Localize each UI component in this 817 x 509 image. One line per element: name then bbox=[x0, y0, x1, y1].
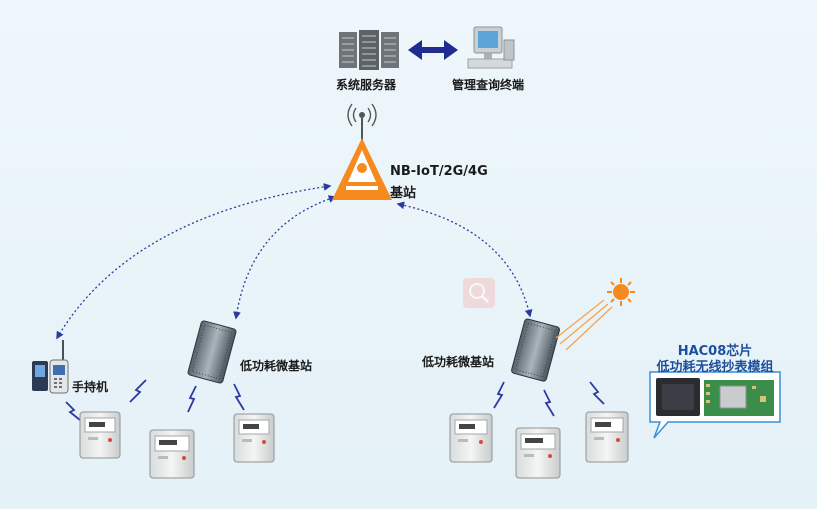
chip-module-icon bbox=[649, 371, 781, 439]
gas-meter-icon bbox=[585, 411, 629, 463]
antenna-tower-icon bbox=[332, 103, 392, 200]
micro-base-station-icon bbox=[187, 320, 237, 384]
micro-base-station-icon bbox=[511, 318, 560, 382]
link-rightstation-tower bbox=[396, 201, 533, 318]
handheld-label: 手持机 bbox=[72, 380, 109, 394]
gas-meter-icon bbox=[79, 411, 121, 459]
link-lines bbox=[56, 183, 533, 340]
link-leftstation-tower bbox=[233, 195, 337, 320]
gas-meter-icon bbox=[149, 429, 195, 479]
desktop-computer-icon bbox=[467, 26, 515, 69]
solar-sun-icon bbox=[555, 278, 635, 351]
micro-station-right-label: 低功耗微基站 bbox=[422, 355, 495, 369]
module-title-line2: 低功耗无线抄表模组 bbox=[656, 360, 774, 375]
terminal-label: 管理查询终端 bbox=[452, 78, 525, 92]
link-handheld-tower bbox=[56, 183, 332, 340]
server-rack-icon bbox=[339, 30, 399, 70]
gas-meter-icon bbox=[515, 427, 561, 479]
search-icon bbox=[463, 278, 495, 308]
handheld-terminal-icon bbox=[32, 340, 69, 394]
module-title-line1: HAC08芯片 bbox=[677, 344, 753, 359]
double-arrow-icon bbox=[408, 40, 458, 60]
server-label: 系统服务器 bbox=[336, 78, 397, 92]
station-label-line2: 基站 bbox=[390, 186, 417, 201]
station-label-line1: NB-IoT/2G/4G bbox=[390, 164, 488, 179]
gas-meter-icon bbox=[449, 413, 493, 463]
gas-meter-icon bbox=[233, 413, 275, 463]
wireless-bolt-icon bbox=[65, 379, 605, 421]
micro-station-left-label: 低功耗微基站 bbox=[240, 359, 313, 373]
gas-meter-group bbox=[79, 411, 629, 479]
